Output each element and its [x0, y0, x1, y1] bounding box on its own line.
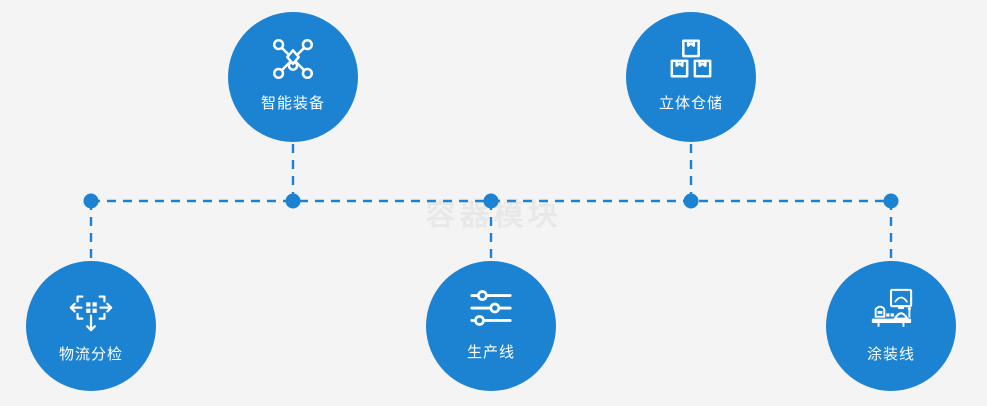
node-label: 生产线: [466, 343, 515, 361]
diagram-node-warehousing[interactable]: 立体仓储: [626, 12, 756, 142]
watermark-text: 容器模块: [425, 198, 562, 233]
network-nodes-icon: [272, 38, 314, 80]
node-label: 立体仓储: [658, 94, 723, 112]
sliders-icon: [470, 290, 512, 326]
diagram-node-painting-line[interactable]: 涂装线: [826, 261, 956, 391]
diagram-node-logistics-sorting[interactable]: 物流分检: [26, 261, 156, 391]
diagram-node-smart-equipment[interactable]: 智能装备: [228, 12, 358, 142]
node-label: 智能装备: [260, 94, 325, 112]
sorting-arrows-icon: [69, 295, 113, 332]
node-label: 涂装线: [866, 345, 915, 363]
node-label: 物流分检: [58, 345, 123, 363]
paint-line-machine-icon: [871, 288, 913, 327]
stacked-boxes-icon: [670, 39, 712, 78]
diagram-node-production-line[interactable]: 生产线: [426, 261, 556, 391]
